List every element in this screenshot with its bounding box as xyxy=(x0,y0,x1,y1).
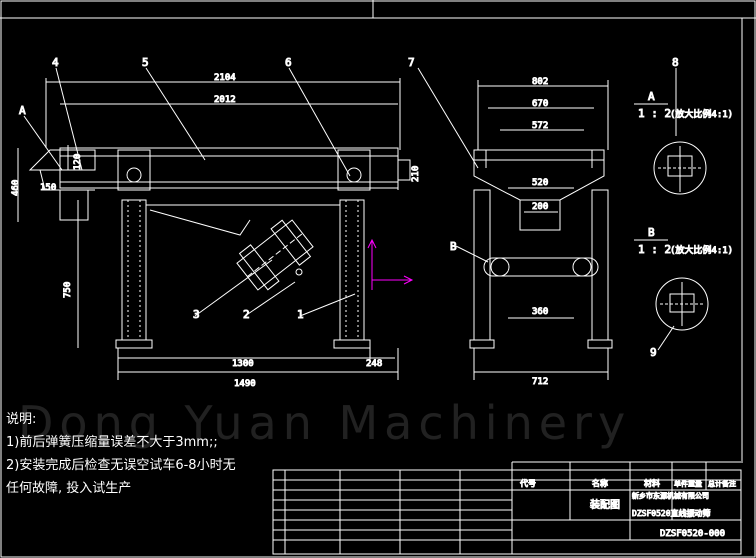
detail-a-circle xyxy=(653,141,707,195)
dim-w7: 712 xyxy=(532,377,548,387)
motor-pair xyxy=(483,257,599,277)
dim-w3: 572 xyxy=(532,121,548,131)
tb-total: 总计 xyxy=(708,479,722,488)
tb-weight: 单件重量 xyxy=(674,479,702,488)
dim-w1: 802 xyxy=(532,77,548,87)
dim-h3: 150 xyxy=(40,183,56,193)
detail-a-scale: 1 : 2 xyxy=(638,107,671,120)
tb-name: 名称 xyxy=(592,478,608,488)
side-view xyxy=(417,67,613,380)
dim-b2: 248 xyxy=(366,359,382,369)
tb-code: 代号 xyxy=(520,478,536,488)
dim-w4: 520 xyxy=(532,178,548,188)
motor-bracket xyxy=(149,209,251,236)
callout-8: 8 xyxy=(672,56,679,69)
front-view xyxy=(17,67,414,380)
leg-left xyxy=(121,199,147,341)
callout-2: 2 xyxy=(243,308,250,321)
dim-h4: 210 xyxy=(411,166,421,182)
notes-line2: 2)安装完成后检查无误空试车6-8小时无 xyxy=(6,458,236,473)
foot-right xyxy=(333,339,371,349)
callout-9: 9 xyxy=(650,346,657,359)
foot-left xyxy=(115,339,153,349)
inlet-chute xyxy=(59,189,89,221)
tb-company: 新乡市东源机械有限公司 xyxy=(632,491,709,500)
side-leg-right xyxy=(591,189,609,341)
dim-b3: 1490 xyxy=(234,379,256,389)
callout-5: 5 xyxy=(142,56,149,69)
notes-heading: 说明: xyxy=(6,412,37,427)
leg-right xyxy=(339,199,365,341)
detail-b-circle xyxy=(655,277,709,331)
notes-block: 说明: 1)前后弹簧压缩量误差不大于3mm;; 2)安装完成后检查无误空试车6-… xyxy=(6,408,236,500)
feed-inlet xyxy=(28,149,96,171)
dim-top1: 2104 xyxy=(214,73,236,83)
dim-w5: 200 xyxy=(532,202,548,212)
callout-a: A xyxy=(19,104,26,117)
side-leg-left xyxy=(473,189,491,341)
dim-w6: 360 xyxy=(532,307,548,317)
tb-material: 材料 xyxy=(644,478,660,488)
tb-remark: 备注 xyxy=(722,479,736,488)
tb-drawing-no: DZSF0520-000 xyxy=(660,529,725,539)
detail-views xyxy=(634,68,709,351)
dim-h2: 120 xyxy=(73,154,83,170)
vibration-motor xyxy=(236,219,314,291)
callout-3: 3 xyxy=(193,308,200,321)
tb-drawing-name: 装配图 xyxy=(590,498,620,511)
notes-line1: 1)前后弹簧压缩量误差不大于3mm;; xyxy=(6,435,218,450)
spring-support-right xyxy=(337,149,371,191)
watermark: Dong Yuan Machinery xyxy=(18,396,632,450)
detail-b-scale: 1 : 2 xyxy=(638,243,671,256)
marker-b: B xyxy=(450,240,457,253)
callout-6: 6 xyxy=(285,56,292,69)
detail-b-letter: B xyxy=(648,226,655,239)
detail-b-note: (放大比例4:1) xyxy=(670,244,733,256)
spring-support-left xyxy=(117,149,151,191)
dim-h5: 750 xyxy=(63,282,73,298)
dim-w2: 670 xyxy=(532,99,548,109)
title-block-grid xyxy=(272,461,742,555)
detail-a-letter: A xyxy=(648,90,655,103)
side-trough xyxy=(473,149,605,201)
detail-a-note: (放大比例4:1) xyxy=(670,108,733,120)
tb-model: DZSF0520直线振动筛 xyxy=(632,508,711,518)
callout-4: 4 xyxy=(52,56,59,69)
dim-h1: 460 xyxy=(11,180,21,196)
dim-top2: 2012 xyxy=(214,95,236,105)
callout-1: 1 xyxy=(297,308,304,321)
dim-b1: 1300 xyxy=(232,359,254,369)
callout-7: 7 xyxy=(408,56,415,69)
notes-line3: 任何故障, 投入试生产 xyxy=(6,481,132,496)
